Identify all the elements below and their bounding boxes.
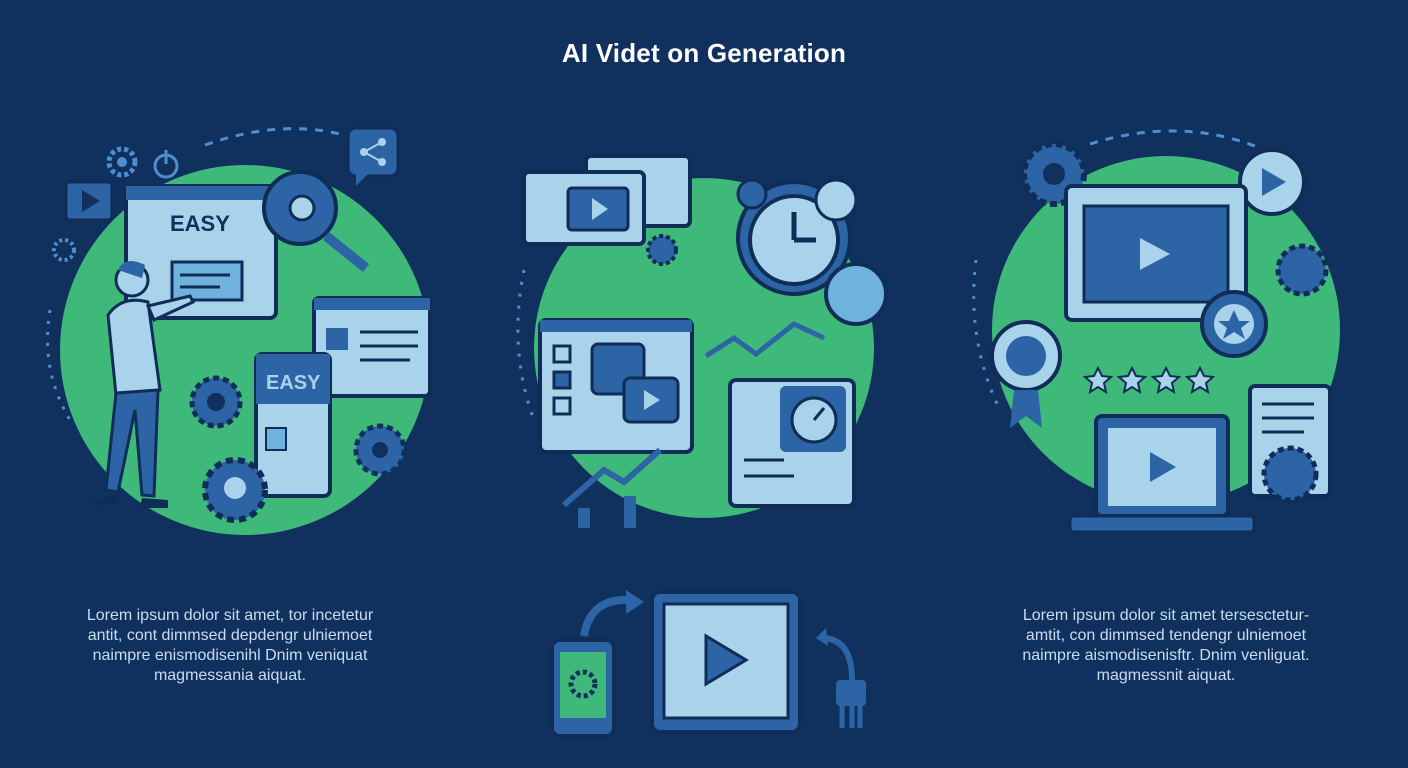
video-monitor <box>1064 184 1248 322</box>
quality-illustration <box>960 110 1380 550</box>
chart-up-icon <box>562 447 662 528</box>
caption-line: Lorem ipsum dolor sit amet, tor incetetu… <box>86 607 374 624</box>
star-icon <box>1082 365 1114 395</box>
share-icon <box>346 126 400 186</box>
person-figure <box>92 261 196 508</box>
badge-star-icon <box>1200 290 1268 358</box>
time-saving-illustration <box>494 110 914 550</box>
plug-icon <box>816 628 866 728</box>
power-icon <box>153 150 179 179</box>
gear-icon <box>202 457 268 523</box>
document-card <box>312 296 432 398</box>
easy-card: EASY <box>254 352 332 498</box>
page-title: AI Videt on Generation <box>561 38 847 68</box>
tablet-icon <box>650 590 802 734</box>
caption-line: Lorem ipsum dolor sit amet tersesctetur- <box>1022 607 1310 624</box>
easy-screen: EASY <box>124 184 278 320</box>
screen-label: EASY <box>170 211 230 236</box>
magnifier-icon <box>262 170 370 272</box>
play-icon <box>64 180 114 222</box>
gear-icon <box>189 375 243 429</box>
caption-line: amtit, con dimmsed tendengr ulniemoet <box>1025 627 1307 644</box>
card-label: EASY <box>266 372 321 394</box>
caption-line: antit, cont dimmsed depdengr ulniemoet <box>87 627 373 644</box>
laptop-icon <box>1068 414 1256 534</box>
star-icon <box>1150 365 1182 395</box>
star-icon <box>1184 365 1216 395</box>
caption-right: Lorem ipsum dolor sit amet tersesctetur-… <box>996 606 1336 686</box>
caption-line: magmessnit aiquat. <box>1096 667 1236 684</box>
gauge-icon <box>728 378 856 508</box>
rating-stars <box>1082 365 1216 395</box>
video-window <box>522 154 692 246</box>
gear-icon <box>1275 243 1329 297</box>
checklist-window <box>538 318 694 454</box>
caption-line: magmessania aiquat. <box>153 667 307 684</box>
alarm-clock-icon <box>736 178 858 296</box>
phone-icon <box>550 638 616 738</box>
caption-left: Lorem ipsum dolor sit amet, tor incetetu… <box>60 606 400 686</box>
gear-icon <box>106 146 138 178</box>
caption-line: naimpre enismodisenihl Dnim veniquat <box>92 647 368 664</box>
star-icon <box>1116 365 1148 395</box>
badge-star-icon <box>990 320 1062 428</box>
caption-line: naimpre aismodisenisftr. Dnim venliguat. <box>1022 647 1310 664</box>
gear-icon <box>646 234 678 266</box>
gear-icon <box>353 423 407 477</box>
easy-creation-illustration: EASY EASY <box>30 110 450 550</box>
play-icon <box>1238 148 1306 216</box>
gear-icon <box>1261 445 1319 503</box>
gear-icon <box>52 238 76 262</box>
device-sync-illustration <box>540 580 880 760</box>
